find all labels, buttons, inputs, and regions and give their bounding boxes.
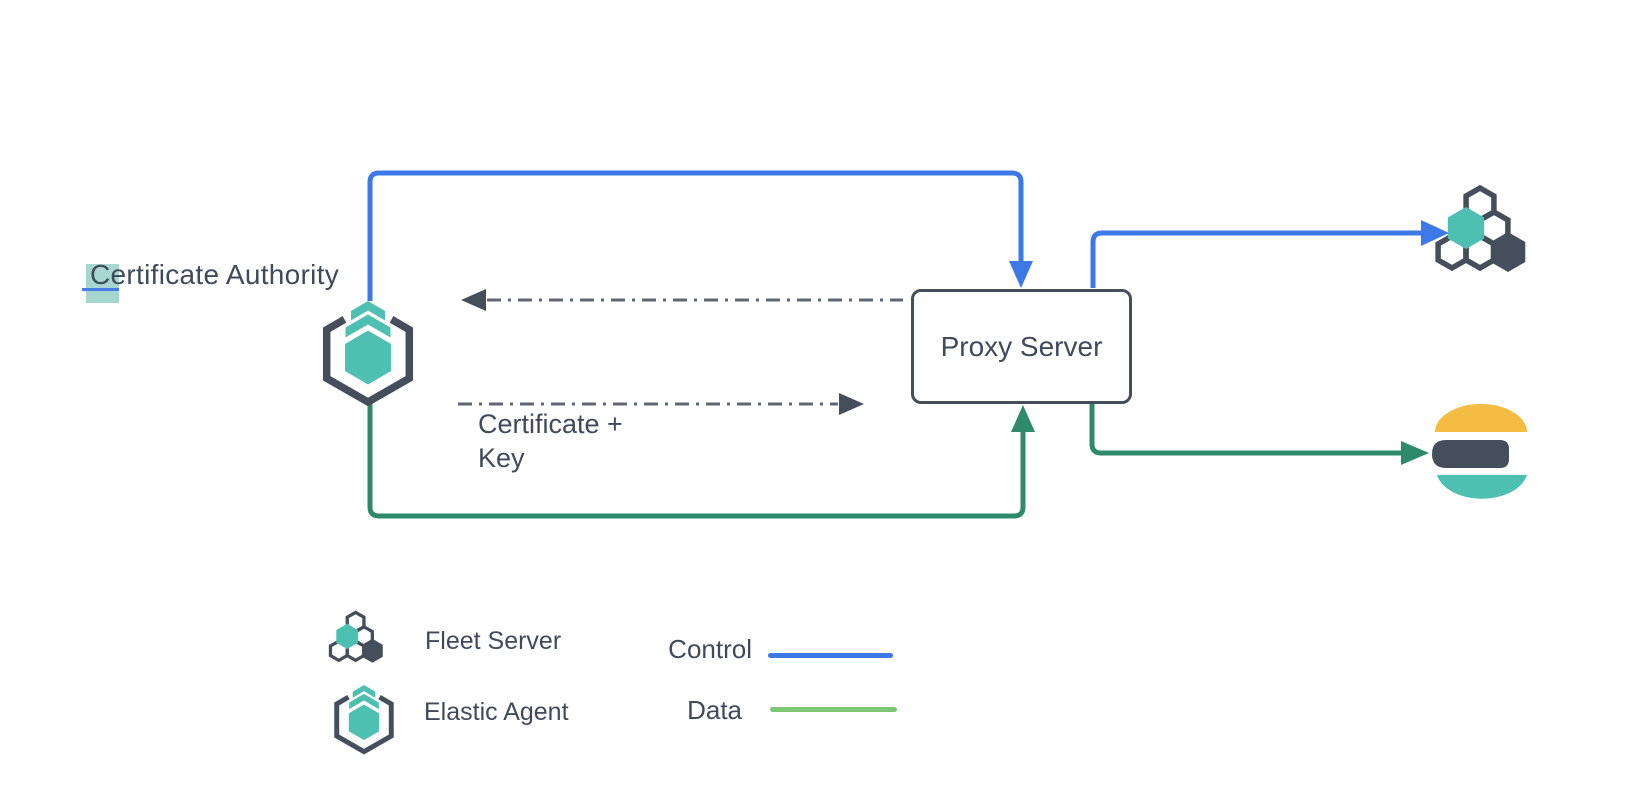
legend-fleet-server-label: Fleet Server	[425, 627, 562, 655]
certificate-key-line1: Certificate +	[478, 409, 623, 439]
certificate-key-line2: Key	[478, 443, 525, 473]
control-arrowhead-right-icon	[1421, 220, 1449, 246]
data-line-proxy-to-elasticsearch	[1089, 403, 1403, 456]
legend-data-label: Data	[687, 695, 742, 725]
certificate-authority-label: Certificate Authority	[90, 259, 340, 290]
legend-data-line	[770, 707, 897, 712]
fleet-server-icon	[1435, 184, 1526, 272]
elasticsearch-icon	[1432, 404, 1527, 499]
certificate-key-label: Certificate + Key	[478, 407, 623, 475]
control-line-agent-to-proxy	[367, 170, 1024, 301]
elastic-agent-icon	[322, 301, 414, 406]
fleet-server-legend-icon	[328, 610, 383, 663]
text-selection-highlight	[86, 264, 119, 303]
legend-control-line	[768, 653, 893, 658]
legend-control-label: Control	[668, 634, 752, 664]
proxy-server-label: Proxy Server	[940, 330, 1103, 362]
dashed-arrowhead-left-icon	[461, 289, 486, 311]
dashed-arrowhead-right-icon	[839, 393, 864, 415]
proxy-server-box: Proxy Server	[911, 289, 1132, 404]
control-line-proxy-to-fleet	[1090, 230, 1423, 288]
data-arrowhead-right-icon	[1401, 441, 1429, 465]
control-arrowhead-down-icon	[1009, 261, 1033, 288]
elastic-agent-legend-icon	[334, 685, 394, 755]
legend-elastic-agent-label: Elastic Agent	[424, 698, 569, 726]
data-line-agent-to-proxy	[367, 403, 1026, 519]
text-cursor-underline	[82, 288, 119, 291]
data-arrowhead-up-icon	[1011, 405, 1035, 432]
